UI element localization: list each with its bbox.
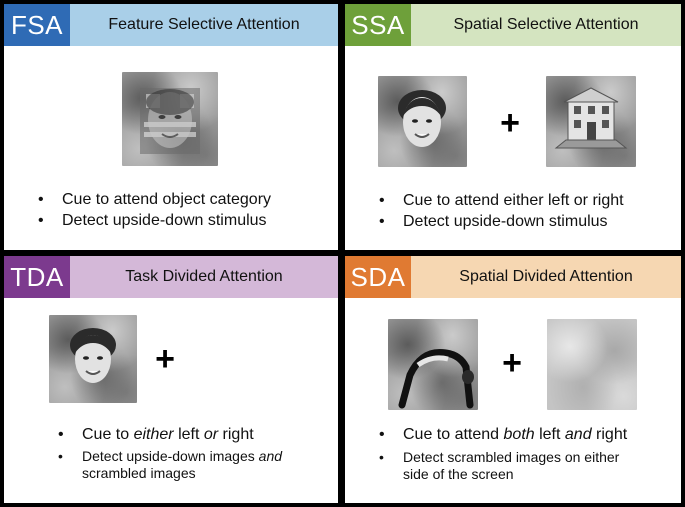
abbreviation-box: FSA <box>4 4 70 46</box>
emphasis-text: and <box>564 426 592 443</box>
face-image <box>378 76 467 167</box>
panel-title: Feature Selective Attention <box>70 4 338 46</box>
panel-tda: TDA Task Divided Attention + Cue to eith… <box>4 256 338 503</box>
bullet-item: Cue to attend either left or right <box>373 190 624 211</box>
bullet-text: Cue to attend <box>403 426 504 443</box>
emphasis-text: both <box>503 426 535 443</box>
bullet-list: Detect scrambled images on either side o… <box>373 449 643 487</box>
bullet-list: Cue to attend both left and right <box>373 424 627 445</box>
bullet-item: Detect upside-down images and scrambled … <box>52 448 322 482</box>
abbreviation-box: SSA <box>345 4 411 46</box>
panel-title: Task Divided Attention <box>70 256 338 298</box>
bullet-text: left <box>173 426 204 443</box>
bullet-item: Cue to attend object category <box>32 189 271 210</box>
house-image <box>546 76 636 167</box>
panel-header: FSA Feature Selective Attention <box>4 4 338 46</box>
panel-fsa: FSA Feature Selective Attention Cue to a… <box>4 4 338 250</box>
face-image <box>49 315 137 403</box>
body-image <box>388 319 478 410</box>
bullet-item: Detect upside-down stimulus <box>373 211 624 232</box>
face-graphic <box>70 328 116 383</box>
superimposed-face-house-image <box>122 72 218 166</box>
face-graphic <box>398 90 446 147</box>
bullet-list: Cue to either left or right <box>52 424 254 451</box>
panel-sda: SDA Spatial Divided Attention + Cue to a… <box>345 256 681 503</box>
bullet-item: Cue to either left or right <box>52 424 254 445</box>
scrambled-image <box>547 319 637 410</box>
bullet-list: Detect upside-down images and scrambled … <box>52 448 322 486</box>
panel-title: Spatial Divided Attention <box>411 256 681 298</box>
panel-header: SSA Spatial Selective Attention <box>345 4 681 46</box>
bullet-item: Cue to attend both left and right <box>373 424 627 445</box>
abbreviation-box: SDA <box>345 256 411 298</box>
house-graphic <box>554 87 628 149</box>
emphasis-text: either <box>133 426 174 443</box>
panel-title: Spatial Selective Attention <box>411 4 681 46</box>
panel-header: TDA Task Divided Attention <box>4 256 338 298</box>
body-graphic <box>398 348 474 409</box>
bullet-item: Detect upside-down stimulus <box>32 210 271 231</box>
panel-ssa: SSA Spatial Selective Attention + Cue to… <box>345 4 681 250</box>
emphasis-text: or <box>203 426 219 443</box>
fixation-cross: + <box>500 104 520 142</box>
bullet-text: left <box>534 426 565 443</box>
emphasis-text: and <box>258 448 283 464</box>
bullet-text: scrambled images <box>82 465 196 481</box>
abbreviation-box: TDA <box>4 256 70 298</box>
fixation-cross: + <box>502 344 522 382</box>
bullet-text: Detect upside-down images <box>82 448 259 464</box>
bullet-item: Detect scrambled images on either side o… <box>373 449 643 483</box>
bullet-text: Cue to <box>82 426 134 443</box>
bullet-list: Cue to attend object category Detect ups… <box>32 189 271 231</box>
bullet-text: right <box>591 426 628 443</box>
fixation-cross: + <box>155 340 175 378</box>
bullet-list: Cue to attend either left or right Detec… <box>373 190 624 232</box>
panel-header: SDA Spatial Divided Attention <box>345 256 681 298</box>
superimposed-stimulus-graphic <box>140 88 200 154</box>
bullet-text: right <box>218 426 254 443</box>
